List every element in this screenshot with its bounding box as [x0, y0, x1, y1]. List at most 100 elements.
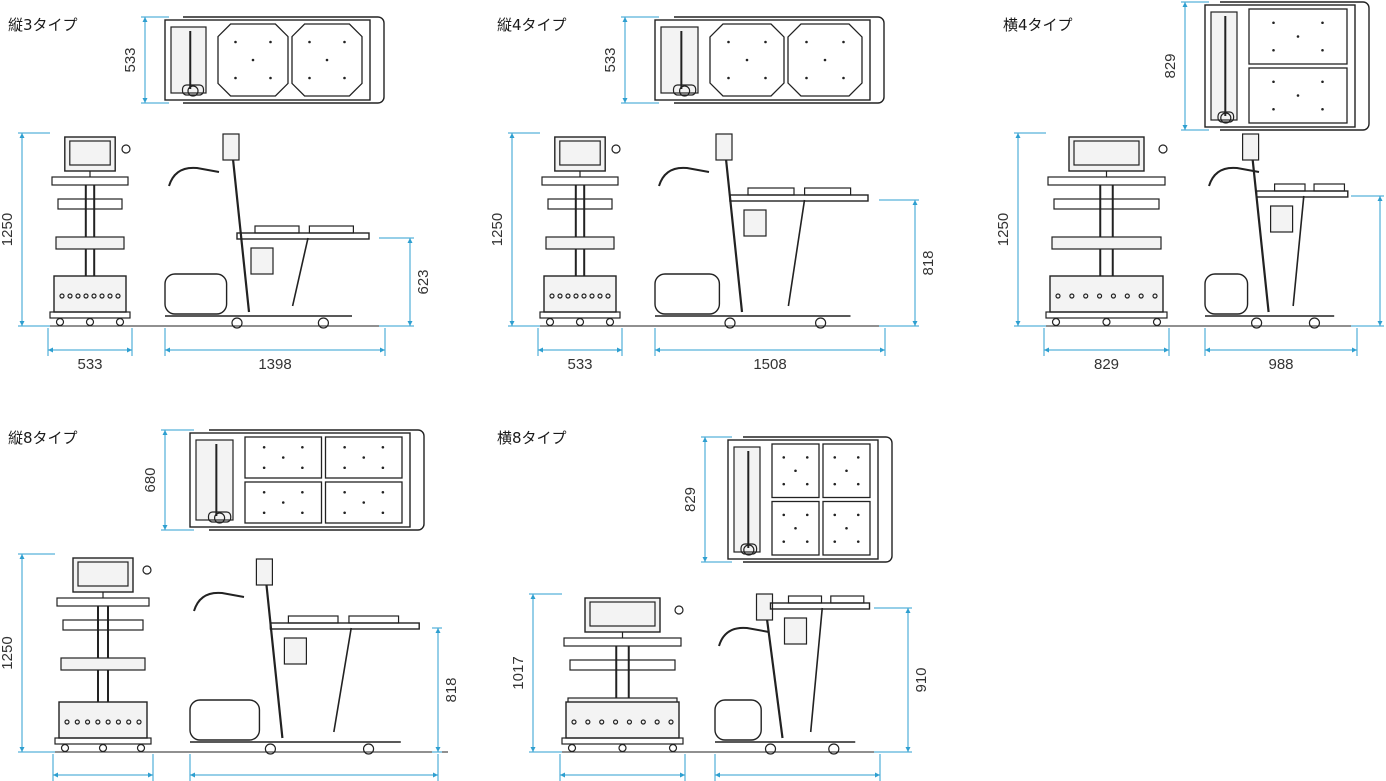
- dimension-label: 867: [1385, 248, 1386, 273]
- type-title-tate3: 縦3タイプ: [8, 16, 78, 34]
- tray-bolt: [362, 456, 366, 459]
- caster-wheel: [618, 743, 627, 753]
- cart-frame-top: [164, 19, 371, 101]
- tray-bolt: [343, 490, 346, 494]
- dimension-arrowhead: [1377, 321, 1383, 326]
- base-vent-hole: [1069, 293, 1075, 299]
- monitor-top-block: [170, 26, 207, 94]
- tray-bolt: [343, 76, 346, 80]
- base-plate-front: [561, 737, 684, 745]
- monitor-screen-front: [64, 136, 116, 172]
- tray-bolt: [845, 469, 848, 473]
- dimension-label: 1250: [489, 213, 506, 246]
- dimension-arrowhead: [148, 772, 153, 778]
- tray-bolt: [842, 40, 845, 44]
- base-vent-hole: [64, 719, 70, 725]
- type-title-tate8: 縦8タイプ: [8, 429, 78, 447]
- scanner-knob: [743, 544, 755, 556]
- base-vent-hole: [105, 719, 111, 725]
- monitor-display-area: [559, 140, 601, 166]
- dimension-arrowhead: [905, 608, 911, 613]
- shelf-middle-front: [57, 198, 123, 210]
- tray-slot: [787, 23, 863, 97]
- tray-bolt: [251, 58, 255, 62]
- tray-bolt: [823, 58, 827, 62]
- tray-bolt: [381, 511, 385, 515]
- caster-wheel: [1102, 317, 1111, 327]
- dimension-arrowhead: [142, 17, 148, 22]
- dimension-arrowhead: [715, 772, 720, 778]
- dimension-label: 533: [122, 47, 139, 72]
- base-plate-front: [539, 311, 621, 319]
- tray-bolt: [764, 76, 767, 80]
- tray-stack-front: [1051, 236, 1162, 250]
- handle-arc-side: [1208, 166, 1260, 187]
- tray-bolt: [381, 490, 385, 494]
- tray-slot: [822, 500, 871, 556]
- tray-slot: [324, 481, 403, 524]
- tray-slot: [709, 23, 785, 97]
- dimension-arrowhead: [127, 347, 132, 353]
- shelf-top-front: [56, 597, 150, 607]
- dimension-arrowhead: [509, 133, 515, 138]
- tray-bolt: [805, 456, 809, 459]
- base-vent-hole: [1110, 293, 1117, 299]
- scale-unit-side: [250, 247, 274, 275]
- tray-slot: [1248, 67, 1348, 124]
- cart-type-panel-3: 8291250829988867: [995, 1, 1386, 373]
- signal-light-front: [611, 144, 621, 154]
- scanner-knob: [1220, 112, 1232, 124]
- monitor-side: [1241, 133, 1260, 161]
- base-vent-hole: [1096, 293, 1103, 299]
- tray-bolt: [845, 526, 848, 530]
- base-vent-hole: [612, 719, 619, 725]
- scanner-holder: [740, 543, 758, 555]
- base-vent-hole: [565, 293, 571, 299]
- monitor-top-block: [733, 446, 761, 553]
- tray-bolt: [269, 76, 272, 80]
- tray-side-a: [1273, 183, 1306, 192]
- handle-arc-side: [193, 591, 245, 612]
- monitor-top-block: [195, 439, 234, 521]
- tray-bolt: [301, 511, 304, 515]
- base-vent-hole: [126, 719, 132, 725]
- dimension-arrowhead: [19, 321, 25, 326]
- handle-arc-side: [718, 626, 770, 647]
- tray-side-b: [1313, 183, 1346, 192]
- scanner-knob: [678, 85, 691, 97]
- tray-bolt: [381, 466, 385, 470]
- shelf-top-front: [51, 176, 129, 186]
- base-vent-hole: [573, 293, 579, 299]
- dimension-label: 533: [77, 356, 102, 373]
- base-vent-hole: [668, 719, 674, 725]
- tray-bolt: [262, 466, 266, 470]
- tray-bolt: [1321, 107, 1324, 111]
- tray-side-a: [787, 595, 823, 604]
- caster-wheel: [1152, 317, 1162, 327]
- tray-bolt: [262, 490, 266, 494]
- caster-wheel: [567, 743, 577, 753]
- cart-handle-outline: [1220, 1, 1370, 131]
- monitor-side: [715, 133, 733, 161]
- cart-type-panel-4: 68012506801461818: [0, 429, 460, 781]
- caster-wheel-side: [362, 743, 375, 755]
- tray-bolt: [343, 445, 346, 449]
- base-vent-hole: [74, 719, 80, 725]
- scale-unit-side: [1269, 205, 1294, 233]
- base-plate-front: [1045, 311, 1168, 319]
- tray-side-b: [308, 225, 354, 234]
- dimension-arrowhead: [407, 321, 413, 326]
- dimension-arrowhead: [1352, 347, 1357, 353]
- dimension-arrowhead: [53, 772, 58, 778]
- tray-bolt: [234, 40, 237, 44]
- scale-unit-side: [283, 637, 307, 665]
- tray-side-b: [830, 595, 865, 604]
- dimension-label: 533: [567, 356, 592, 373]
- tray-side-a: [254, 225, 300, 234]
- dimension-arrowhead: [142, 98, 148, 103]
- scanner-holder: [181, 84, 205, 96]
- tray-bolt: [343, 40, 346, 44]
- table-brace-side: [291, 237, 309, 307]
